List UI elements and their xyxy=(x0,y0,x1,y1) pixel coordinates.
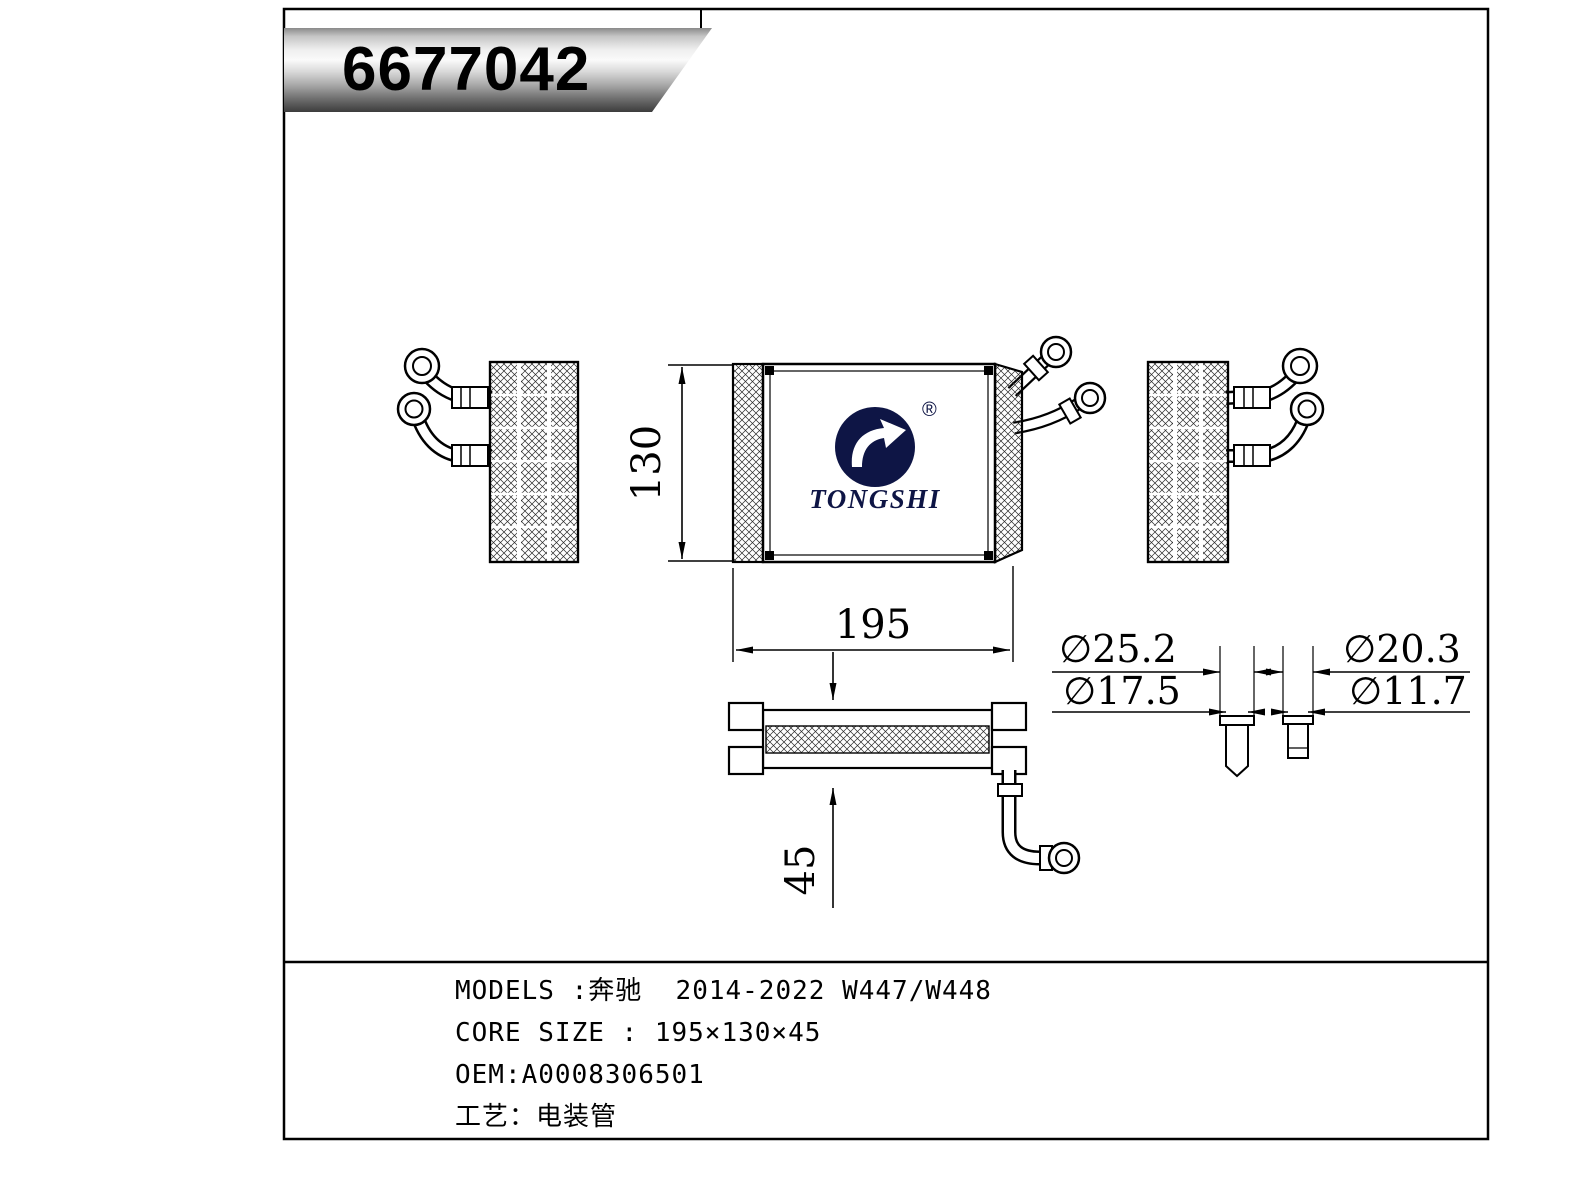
dia-label-inner-left: ∅17.5 xyxy=(1063,669,1181,713)
part-number-banner: 6677042 xyxy=(284,28,712,112)
core-size-label: CORE SIZE : xyxy=(455,1018,655,1048)
core-size-value: 195×130×45 xyxy=(654,1018,822,1048)
registered-mark: ® xyxy=(922,399,937,421)
logo-brand: TONGSHI xyxy=(809,484,941,514)
diameter-callouts: ∅25.2 ∅17.5 ∅20.3 ∅11.7 xyxy=(1052,627,1470,778)
spec-block: MODELS :奔驰 2014-2022 W447/W448 CORE SIZE… xyxy=(455,970,992,1138)
dia-label-outer-right: ∅20.3 xyxy=(1343,627,1461,671)
height-dim-label: 130 xyxy=(624,425,670,501)
spec-row-oem: OEM:A0008306501 xyxy=(455,1054,992,1096)
bottom-outlet-pipe xyxy=(997,770,1081,875)
front-view xyxy=(731,335,1107,564)
spec-row-models: MODELS :奔驰 2014-2022 W447/W448 xyxy=(455,970,992,1012)
dia-label-inner-right: ∅11.7 xyxy=(1349,669,1467,713)
fitting-small xyxy=(1282,715,1314,759)
tongshi-logo: ® TONGSHI xyxy=(809,399,941,514)
models-value: 奔驰 2014-2022 W447/W448 xyxy=(588,976,992,1006)
oem-value: A0008306501 xyxy=(521,1060,705,1090)
width-dimension: 195 xyxy=(732,566,1014,700)
right-side-view xyxy=(1146,347,1325,564)
fitting-large xyxy=(1219,715,1255,778)
spec-row-core-size: CORE SIZE : 195×130×45 xyxy=(455,1012,992,1054)
process-label: 工艺： xyxy=(455,1102,537,1132)
bottom-view xyxy=(727,701,1028,776)
spec-row-process: 工艺：电装管 xyxy=(455,1096,992,1138)
height-dimension: 130 xyxy=(624,364,733,562)
logo-mark-icon xyxy=(835,407,915,487)
models-label: MODELS : xyxy=(455,976,589,1006)
dia-label-outer-left: ∅25.2 xyxy=(1059,627,1177,671)
depth-dimension: 45 xyxy=(778,788,837,908)
drawing-frame xyxy=(282,7,1490,1141)
logo-arrow-icon xyxy=(851,419,906,467)
process-value: 电装管 xyxy=(536,1102,618,1132)
part-number: 6677042 xyxy=(342,35,591,104)
width-dim-label: 195 xyxy=(835,602,911,648)
left-side-view xyxy=(396,347,580,564)
depth-dim-label: 45 xyxy=(778,845,824,896)
oem-label: OEM: xyxy=(455,1060,522,1090)
